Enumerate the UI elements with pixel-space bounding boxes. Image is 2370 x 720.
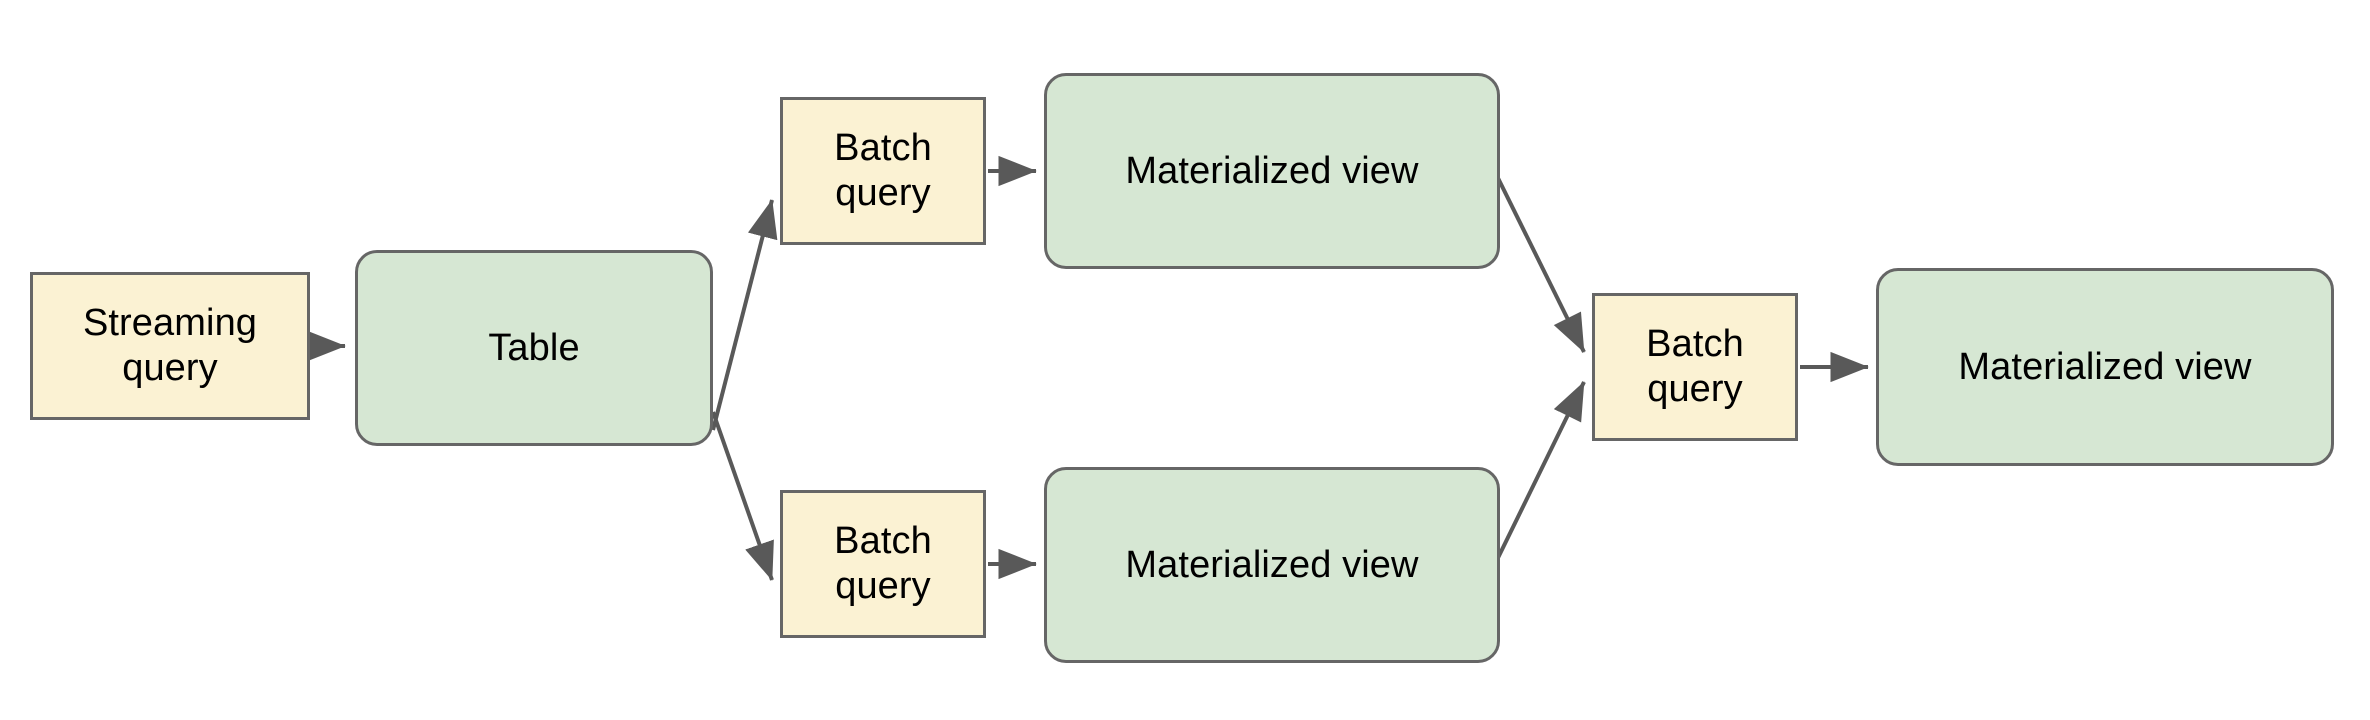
edge-table-to-batch-query-top <box>711 199 778 431</box>
node-table[interactable]: Table <box>355 250 713 446</box>
node-materialized-view-bottom-label: Materialized view <box>1125 543 1419 586</box>
edge-materialized-view-top-to-batch-query-join <box>1492 169 1586 353</box>
node-table-label: Table <box>488 326 580 369</box>
node-materialized-view-bottom[interactable]: Materialized view <box>1044 467 1500 663</box>
node-batch-query-bottom[interactable]: Batch query <box>780 490 986 638</box>
node-batch-query-join[interactable]: Batch query <box>1592 293 1798 441</box>
node-batch-query-join-label: Batch query <box>1646 323 1744 410</box>
node-materialized-view-top-label: Materialized view <box>1125 149 1419 192</box>
node-streaming-query-label: Streaming query <box>82 302 258 389</box>
edge-materialized-view-bottom-to-batch-query-join <box>1492 381 1586 567</box>
edge-table-to-batch-query-bottom <box>711 411 774 581</box>
node-materialized-view-top[interactable]: Materialized view <box>1044 73 1500 269</box>
node-materialized-view-final-label: Materialized view <box>1958 345 2252 388</box>
node-materialized-view-final[interactable]: Materialized view <box>1876 268 2334 466</box>
node-batch-query-top[interactable]: Batch query <box>780 97 986 245</box>
node-batch-query-top-label: Batch query <box>834 127 932 214</box>
node-batch-query-bottom-label: Batch query <box>834 520 932 607</box>
node-streaming-query[interactable]: Streaming query <box>30 272 310 420</box>
